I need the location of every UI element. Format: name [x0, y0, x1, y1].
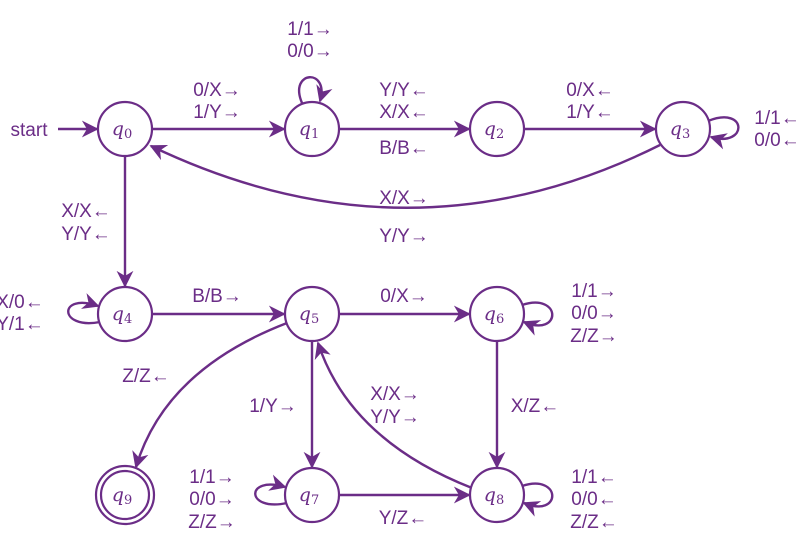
label-q7-loop: Z/Z→: [188, 512, 236, 533]
label-q0-q4: Y/Y←: [61, 224, 111, 245]
svg-text:q1: q1: [299, 118, 319, 142]
label-q8-loop: 1/1←: [571, 467, 616, 488]
start-label: start: [11, 120, 49, 141]
svg-text:q7: q7: [299, 484, 319, 508]
state-q5: q5: [283, 285, 341, 343]
svg-text:q0: q0: [112, 118, 132, 142]
label-q5-q9: Z/Z←: [122, 366, 170, 387]
svg-text:q2: q2: [484, 118, 504, 142]
svg-text:q3: q3: [670, 118, 690, 142]
state-q4: q4: [96, 285, 154, 343]
label-q1-loop: 1/1→: [287, 19, 332, 40]
state-q7: q7: [283, 466, 341, 524]
label-q1-q2: Y/Y←: [379, 80, 429, 101]
label-q4-q5: B/B→: [192, 286, 242, 307]
svg-text:q5: q5: [299, 303, 319, 327]
label-q8-loop: Z/Z←: [570, 512, 618, 533]
edge-q6-loop: [521, 301, 554, 336]
label-q3-q0: Y/Y→: [379, 226, 429, 247]
label-q7-loop: 0/0→: [189, 489, 234, 510]
edge-q5-q9: [132, 321, 288, 469]
label-q1-loop: 0/0→: [287, 41, 332, 62]
label-q5-q6: 0/X→: [380, 286, 428, 307]
edge-q1-loop: [298, 76, 333, 104]
edge-q8-loop: [521, 482, 554, 517]
label-q4-loop: Y/1←: [0, 314, 44, 335]
state-q8: q8: [468, 466, 526, 524]
state-q2: q2: [468, 100, 526, 158]
edge-q7-loop: [254, 474, 288, 506]
label-q8-loop: 0/0←: [571, 489, 616, 510]
label-q5-q7: 1/Y→: [249, 396, 297, 417]
label-q6-loop: 1/1→: [571, 281, 616, 302]
label-q3-loop: 0/0←: [754, 130, 799, 151]
edge-q4-loop: [67, 293, 101, 325]
state-q9-accepting: q9: [94, 464, 156, 526]
svg-text:q4: q4: [112, 303, 132, 327]
state-q0: q0: [96, 100, 154, 158]
label-q4-loop: X/0←: [0, 292, 44, 313]
label-q1-q2: B/B←: [379, 138, 429, 159]
label-q7-q8: Y/Z←: [379, 508, 428, 529]
edges: [58, 76, 740, 517]
edge-q3-q0: [149, 143, 661, 209]
edge-q8-q5: [314, 341, 473, 490]
svg-text:q6: q6: [484, 303, 504, 327]
label-q2-q3: 1/Y←: [566, 102, 614, 123]
label-q1-q2: X/X←: [379, 102, 429, 123]
state-q1: q1: [283, 100, 341, 158]
label-q8-q5: X/X→: [370, 384, 420, 405]
svg-text:q8: q8: [484, 484, 504, 508]
label-q7-loop: 1/1→: [189, 467, 234, 488]
label-q0-q4: X/X←: [61, 201, 111, 222]
label-q2-q3: 0/X←: [566, 80, 614, 101]
state-q3: q3: [654, 100, 712, 158]
label-q6-loop: Z/Z→: [570, 326, 618, 347]
transition-labels: start 0/X→ 1/Y→ 1/1→ 0/0→ Y/Y← X/X← B/B←…: [0, 19, 800, 533]
label-q0-q1: 1/Y→: [193, 102, 241, 123]
states: q0 q1 q2 q3 q4 q5 q6 q7 q8 q9: [94, 100, 712, 526]
state-q6: q6: [468, 285, 526, 343]
label-q8-q5: Y/Y→: [370, 407, 420, 428]
label-q6-q8: X/Z←: [511, 396, 560, 417]
label-q0-q1: 0/X→: [193, 80, 241, 101]
label-q6-loop: 0/0→: [571, 303, 616, 324]
svg-text:q9: q9: [112, 484, 132, 508]
label-q3-loop: 1/1←: [754, 108, 799, 129]
label-q3-q0: X/X→: [379, 188, 429, 209]
edge-q3-loop: [707, 116, 740, 150]
